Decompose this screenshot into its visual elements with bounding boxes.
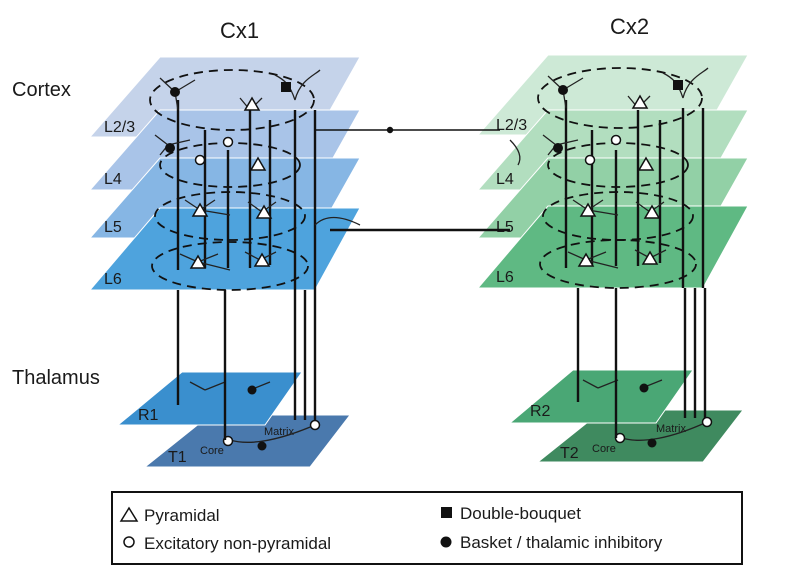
cx2-basket-cell-l4 [553, 143, 563, 153]
cx1-excitatory-cell-l23 [222, 136, 234, 148]
t1-connections [189, 381, 316, 443]
r1-inhibitory-cell [247, 385, 257, 395]
cx1-ring-l6 [151, 241, 309, 291]
cx1-cortex: L2/3 L4 L5 L6 [88, 56, 361, 291]
cx2-layer-label-l23: L2/3 [496, 117, 527, 134]
cx2-pyramidal-cell-l4 [637, 156, 655, 171]
legend: Pyramidal Excitatory non-pyramidal Doubl… [111, 491, 743, 565]
r1-label: R1 [138, 407, 159, 424]
cx2-ring-l6 [539, 239, 697, 289]
t1-matrix-label: Matrix [264, 426, 294, 438]
cx2-excitatory-cell-l4 [584, 154, 596, 166]
legend-basket-icon [440, 536, 452, 548]
cx1-double-bouquet-cell [281, 82, 291, 92]
cx2-excitatory-cell-l23 [610, 134, 622, 146]
cx2-layer-label-l5: L5 [496, 219, 514, 236]
cx1-layer-label-l6: L6 [104, 271, 122, 288]
legend-excitatory-label: Excitatory non-pyramidal [144, 534, 331, 553]
legend-double-bouquet-label: Double-bouquet [460, 504, 581, 523]
cx2-pyramidal-cell-l5a [579, 202, 597, 217]
t2-matrix-cell [701, 416, 713, 428]
cx1-vertical-axons [176, 100, 317, 290]
cx1-layer-label-l5: L5 [104, 219, 122, 236]
t1-plane [143, 414, 352, 468]
section-label-thalamus: Thalamus [12, 367, 100, 389]
t1-label: T1 [168, 449, 187, 466]
cx1-pyramidal-cell-l5b [255, 204, 273, 219]
cx2-double-bouquet-cell [673, 80, 683, 90]
t2-label: T2 [560, 445, 579, 462]
legend-box [111, 491, 743, 565]
cx1-ring-l23 [149, 69, 315, 131]
r2-plane [508, 369, 694, 424]
t2-inhibitory-cell [647, 438, 657, 448]
cx2-layer-label-l6: L6 [496, 269, 514, 286]
cortico-cortical-connections [315, 126, 510, 232]
t2-matrix-label: Matrix [656, 423, 686, 435]
legend-basket-label: Basket / thalamic inhibitory [460, 533, 663, 552]
cx2-layer-label-l4: L4 [496, 171, 514, 188]
legend-pyramidal-label: Pyramidal [144, 506, 220, 525]
cx2-pyramidal-cell-l23 [631, 94, 649, 109]
cx1-ring-l5 [154, 191, 306, 241]
cx1-basket-cell-l23 [170, 87, 180, 97]
cx2-pyramidal-cell-l6b [641, 250, 659, 265]
cx1-layer-label-l4: L4 [104, 171, 122, 188]
cx2-pyramidal-cell-l5b [643, 204, 661, 219]
thalamus-1: R1 T1 Core Matrix [116, 371, 352, 468]
cx2-cortex: L2/3 L4 L5 L6 [476, 54, 749, 289]
t1-inhibitory-cell [257, 441, 267, 451]
cx1-pyramidal-cell-l23 [243, 96, 261, 111]
cx1-pyramidal-cell-l6a [189, 254, 207, 269]
cx2-pyramidal-cell-l6a [577, 252, 595, 267]
t1-matrix-cell [309, 419, 321, 431]
cx1-basket-cell-l4 [165, 143, 175, 153]
r2-inhibitory-cell [639, 383, 649, 393]
cx2-vertical-axons [564, 100, 705, 288]
thalamus-2: R2 T2 Core Matrix [508, 369, 745, 463]
cx1-pyramidal-cell-l6b [253, 252, 271, 267]
cx2-basket-cell-l23 [558, 85, 568, 95]
legend-excitatory-icon [123, 536, 135, 548]
cx1-layer-label-l23: L2/3 [104, 119, 135, 136]
column-title-cx1: Cx1 [220, 18, 259, 43]
legend-double-bouquet-icon [441, 507, 452, 518]
section-label-cortex: Cortex [12, 79, 71, 101]
cx2-ring-l23 [537, 67, 703, 129]
cx1-pyramidal-cell-l4 [249, 156, 267, 171]
cx2-thalamocortical-wires [576, 288, 707, 438]
cx1-pyramidal-cell-l5a [191, 202, 209, 217]
column-title-cx2: Cx2 [610, 14, 649, 39]
cx1-thalamocortical-wires [176, 290, 317, 440]
t2-core-label: Core [592, 443, 616, 455]
r2-label: R2 [530, 403, 551, 420]
r1-plane [116, 371, 303, 426]
cx1-excitatory-cell-l4 [194, 154, 206, 166]
t1-core-label: Core [200, 445, 224, 457]
legend-pyramidal-icon [119, 506, 139, 522]
